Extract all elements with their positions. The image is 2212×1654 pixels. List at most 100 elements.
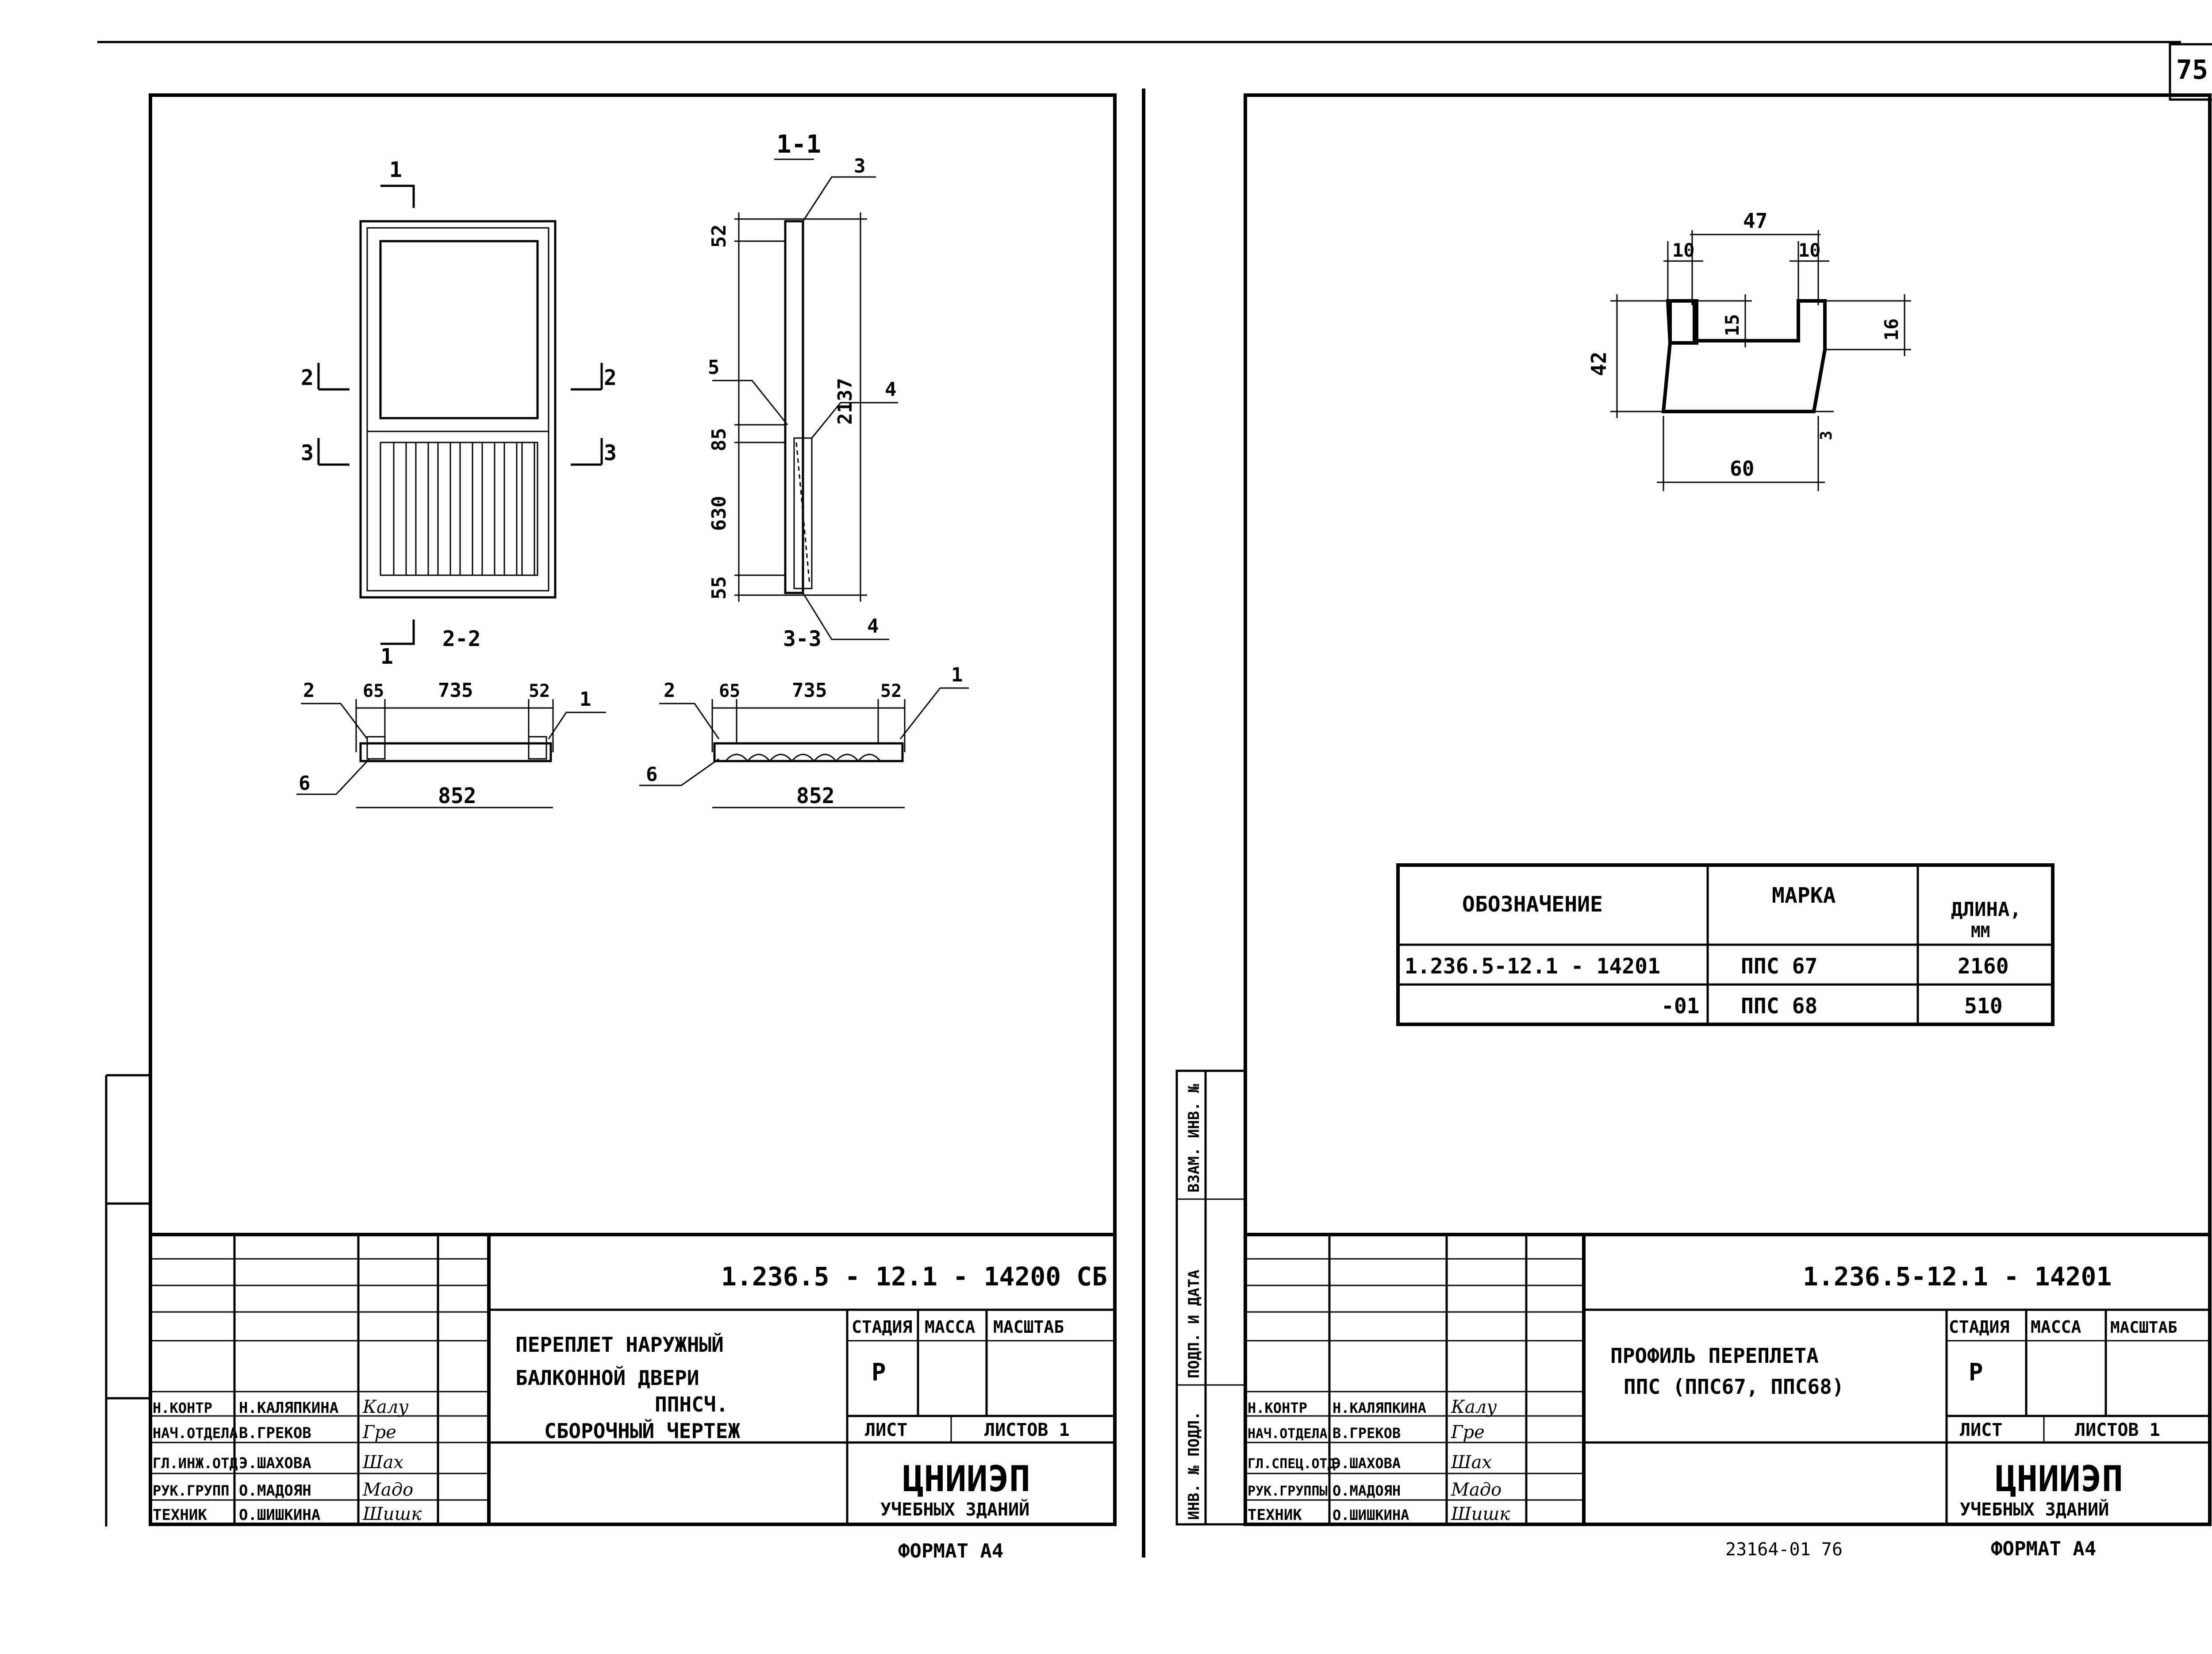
dim-profile-notch-left: 15: [1721, 314, 1743, 336]
section-2-2: 2-2 65 735 52 852 2 1 6: [296, 627, 606, 808]
callout-plan-a-6: 6: [299, 772, 311, 795]
callout-plan-b-2: 2: [664, 679, 676, 702]
spec-header-designation: ОБОЗНАЧЕНИЕ: [1462, 892, 1603, 917]
section-2-2-label: 2-2: [442, 627, 481, 651]
dim-profile-offset: 3: [1817, 431, 1836, 440]
left-role-2: НАЧ.ОТДЕЛА: [153, 1425, 238, 1442]
right-sheets-label: ЛИСТОВ 1: [2075, 1420, 2160, 1440]
right-title-line-1: ПРОФИЛЬ ПЕРЕПЛЕТА: [1610, 1344, 1819, 1368]
left-org-sub: УЧЕБНЫХ ЗДАНИЙ: [880, 1499, 1029, 1520]
right-org-name: ЦНИИЭП: [1995, 1458, 2123, 1500]
left-header-stage: СТАДИЯ: [852, 1317, 912, 1337]
left-stage-value: Р: [872, 1358, 886, 1386]
right-title-block: 1.236.5-12.1 - 14201 ПРОФИЛЬ ПЕРЕПЛЕТА П…: [1245, 1233, 2210, 1560]
left-name-2: В.ГРЕКОВ: [239, 1424, 311, 1442]
dim-side-630: 630: [708, 496, 730, 531]
door-outer-frame: [359, 220, 557, 599]
cut-mark-3-right: 3: [604, 441, 617, 465]
right-name-3: Э.ШАХОВА: [1333, 1455, 1401, 1472]
dim-plan-a-852: 852: [438, 784, 476, 808]
right-sheet-label: ЛИСТ: [1960, 1420, 2002, 1440]
dim-side-top: 52: [708, 224, 730, 248]
spec-row-1-length: 2160: [1958, 954, 2009, 979]
right-name-5: О.ШИШКИНА: [1333, 1507, 1409, 1523]
callout-4-upper: 4: [885, 378, 897, 401]
section-3-3: 3-3 65 735 52 852 2 1 6: [639, 627, 969, 808]
left-signature-3: Шах: [362, 1452, 403, 1473]
cut-mark-1-top: 1: [389, 158, 402, 182]
right-role-2: НАЧ.ОТДЕЛА: [1248, 1426, 1328, 1442]
right-role-3: ГЛ.СПЕЦ.ОТД: [1248, 1456, 1336, 1472]
dim-side-55: 55: [708, 576, 730, 600]
left-header-mass: МАССА: [925, 1317, 975, 1337]
right-header-stage: СТАДИЯ: [1949, 1317, 2009, 1337]
left-name-4: О.МАДОЯН: [239, 1482, 311, 1500]
left-name-3: Э.ШАХОВА: [239, 1454, 311, 1472]
cut-mark-3-left: 3: [301, 441, 314, 465]
dim-profile-right-tab: 10: [1798, 239, 1821, 261]
stamp-inv-original: ИНВ. № ПОДЛ.: [1185, 1411, 1203, 1520]
left-org-name: ЦНИИЭП: [902, 1458, 1030, 1500]
right-title-line-2: ППС (ППС67, ППС68): [1624, 1375, 1844, 1399]
left-role-3: ГЛ.ИНЖ.ОТД: [153, 1455, 238, 1472]
spec-row-1-mark: ППС 67: [1741, 954, 1817, 979]
cut-mark-2-right: 2: [604, 365, 617, 390]
section-1-1: 1-1 52 2137 85 630 55 3 5 4 4: [708, 130, 898, 640]
left-name-5: О.ШИШКИНА: [239, 1506, 320, 1524]
section-1-1-label: 1-1: [776, 130, 821, 159]
left-signature-5: Шишк: [362, 1504, 422, 1524]
cut-mark-2-left: 2: [301, 365, 314, 390]
callout-plan-b-1: 1: [951, 664, 963, 686]
callout-plan-a-2: 2: [303, 679, 315, 702]
spec-row-2-length: 510: [1964, 994, 2003, 1019]
right-role-1: Н.КОНТР: [1248, 1400, 1307, 1416]
callout-plan-a-1: 1: [580, 688, 591, 711]
right-header-scale: МАСШТАБ: [2110, 1319, 2177, 1337]
dim-side-height: 2137: [834, 378, 856, 425]
dim-profile-notch-right: 16: [1881, 318, 1902, 341]
spec-row-1-designation: 1.236.5-12.1 - 14201: [1405, 954, 1660, 979]
side-stamp: ВЗАМ. ИНВ. № ПОДП. И ДАТА ИНВ. № ПОДЛ.: [1175, 1069, 1247, 1526]
right-role-5: ТЕХНИК: [1248, 1506, 1302, 1524]
left-header-scale: МАСШТАБ: [993, 1317, 1064, 1337]
left-title-line-2: БАЛКОННОЙ ДВЕРИ: [515, 1366, 699, 1390]
dim-plan-b-52: 52: [880, 681, 902, 701]
right-name-2: В.ГРЕКОВ: [1333, 1425, 1401, 1442]
spec-table: ОБОЗНАЧЕНИЕ МАРКА ДЛИНА, ММ 1.236.5-12.1…: [1396, 863, 2055, 1026]
stamp-replace-inv: ВЗАМ. ИНВ. №: [1185, 1084, 1203, 1192]
glazing-panel: [379, 240, 539, 419]
right-header-mass: МАССА: [2031, 1317, 2081, 1337]
right-signature-3: Шах: [1451, 1452, 1492, 1473]
dim-plan-a-52: 52: [529, 681, 550, 701]
callout-plan-b-6: 6: [646, 763, 658, 786]
right-signature-1: Калу: [1451, 1397, 1497, 1417]
left-role-4: РУК.ГРУПП: [153, 1482, 229, 1499]
right-stage-value: Р: [1969, 1358, 1983, 1386]
dim-side-85: 85: [708, 428, 730, 451]
left-signature-1: Калу: [362, 1397, 409, 1417]
stamp-sign-date: ПОДП. И ДАТА: [1185, 1269, 1203, 1378]
dim-plan-b-735: 735: [792, 679, 827, 702]
left-title-line-3: ППНСЧ.: [655, 1392, 728, 1416]
callout-4-lower: 4: [867, 615, 879, 638]
right-signature-2: Гре: [1451, 1422, 1485, 1442]
left-sheets-label: ЛИСТОВ 1: [984, 1420, 1070, 1440]
left-signature-2: Гре: [362, 1422, 396, 1442]
left-title-line-4: СБОРОЧНЫЙ ЧЕРТЕЖ: [544, 1419, 740, 1443]
spec-header-unit: ММ: [1971, 923, 1990, 941]
section-3-3-label: 3-3: [783, 627, 822, 651]
right-role-4: РУК.ГРУППЫ: [1248, 1484, 1328, 1499]
spec-header-length: ДЛИНА,: [1951, 898, 2021, 921]
dim-profile-left-tab: 10: [1672, 239, 1695, 261]
left-sheet: 1 1 2 2 3 3 1-1 52: [105, 88, 1145, 1562]
page-number: 75: [2176, 54, 2208, 85]
left-role-5: ТЕХНИК: [153, 1506, 207, 1524]
right-name-1: Н.КАЛЯПКИНА: [1333, 1400, 1426, 1416]
left-format: ФОРМАТ А4: [898, 1540, 1003, 1562]
right-drawing-code: 1.236.5-12.1 - 14201: [1803, 1262, 2112, 1292]
dim-plan-b-852: 852: [796, 784, 835, 808]
cut-mark-1-bottom: 1: [380, 644, 393, 669]
callout-3: 3: [854, 155, 866, 177]
right-archive-number: 23164-01 76: [1725, 1539, 1843, 1560]
